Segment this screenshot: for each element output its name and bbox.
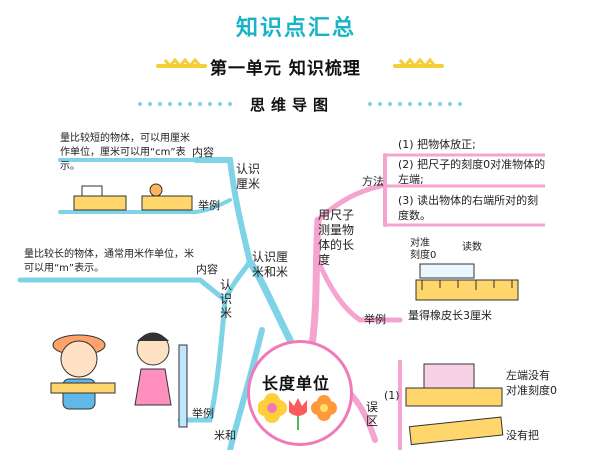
mistake-2: 没有把: [506, 429, 539, 442]
dot-row-left: [138, 102, 232, 106]
cm-example-illustration: [73, 183, 193, 211]
ruler-icon: [141, 195, 193, 211]
ruler-icon: [408, 416, 504, 446]
small-ball-icon: [149, 183, 163, 197]
read-label: 读数: [462, 242, 482, 253]
flower-icon: [258, 393, 287, 423]
ruler-icon: [415, 279, 519, 301]
mistake-label: 误区: [366, 400, 379, 428]
unit-heading: 第一单元 知识梳理: [210, 59, 361, 79]
align-zero-label: 对准刻度0: [410, 238, 437, 261]
flower-icon: [311, 395, 337, 421]
center-label: 长度单位: [262, 374, 331, 393]
wheat-decoration-left: [156, 57, 207, 69]
ruler-icon: [73, 195, 127, 211]
children-illustration: [50, 332, 188, 428]
cm-branch-label: 认识厘米: [236, 162, 261, 191]
cm-example-label: 举例: [198, 199, 220, 212]
cm-content-text: 量比较短的物体，可以用厘米作单位，厘米可以用“cm”表示。: [60, 133, 190, 172]
method-label: 方法: [362, 175, 384, 188]
right-method-branch: [315, 182, 388, 223]
ruler-icon: [405, 387, 503, 407]
meter-stick-icon: [50, 382, 116, 394]
cm-content-label: 内容: [192, 146, 214, 159]
book-icon: [423, 363, 475, 389]
m-example-label: 举例: [192, 407, 214, 420]
m-content-label: 内容: [196, 263, 218, 276]
step-1: (1) 把物体放正;: [398, 138, 476, 151]
left-bottom-label: 米和: [214, 429, 236, 442]
left-main-branch: [246, 258, 294, 344]
wheat-decoration-right: [393, 57, 444, 69]
eraser-icon: [419, 263, 475, 279]
flower-icons: [258, 393, 337, 430]
child-girl-icon: [134, 332, 172, 406]
example-label-right: 举例: [364, 313, 386, 326]
left-cm-branch: [193, 157, 253, 265]
center-node: [247, 340, 353, 446]
mindmap-heading: 思维导图: [250, 96, 335, 114]
left-m-example-line: [177, 297, 228, 423]
left-main-label: 认识厘米和米: [252, 250, 289, 279]
measure-example-illustration: [415, 263, 519, 301]
right-main-branch: [308, 216, 322, 349]
short-object-rect: [81, 185, 103, 197]
dot-row-right: [368, 102, 462, 106]
example-text: 量得橡皮长3厘米: [408, 309, 492, 322]
mistake-illustration: [405, 363, 504, 446]
left-bottom-line: [227, 327, 265, 450]
mistake-1: 左端没有对准刻度0: [506, 369, 557, 397]
mistake-number: (1): [384, 389, 400, 402]
page-title: 知识点汇总: [236, 16, 357, 41]
step-2: (2) 把尺子的刻度0对准物体的左端;: [398, 158, 546, 186]
vertical-ruler-icon: [178, 344, 188, 428]
tulip-icon: [289, 398, 307, 430]
right-example-branch: [315, 257, 403, 323]
right-main-label: 用尺子测量物体的长度: [318, 208, 355, 267]
step-3: (3) 读出物体的右端所对的刻度数。: [398, 194, 539, 222]
m-branch-label: 认识米: [220, 278, 233, 320]
child-with-hat-icon: [52, 334, 106, 410]
left-cm-example-line: [58, 198, 232, 214]
m-content-text: 量比较长的物体，通常用米作单位，米可以用“m”表示。: [24, 249, 194, 274]
